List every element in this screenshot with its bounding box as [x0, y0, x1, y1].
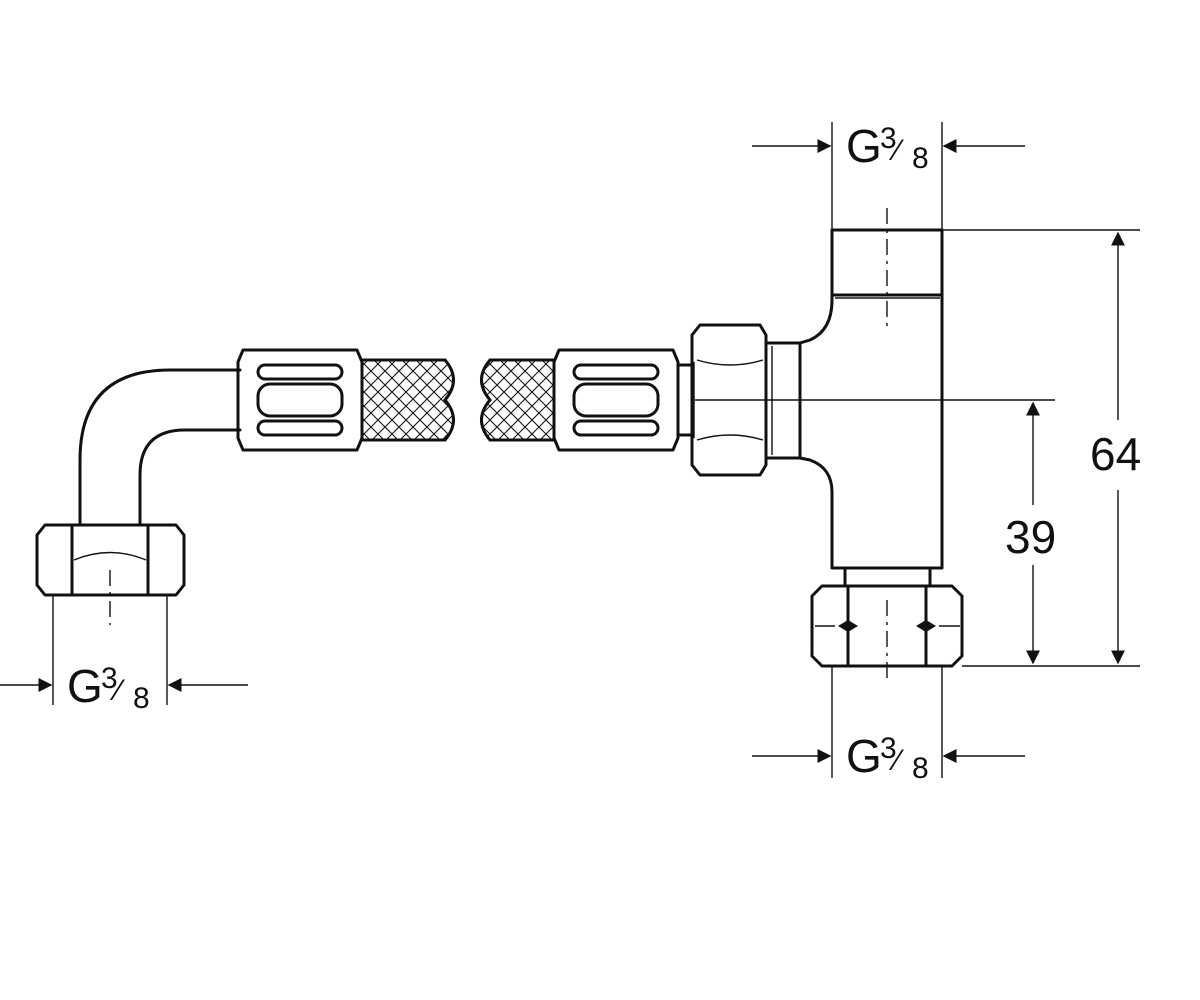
- thread-label-bottom-denominator: 8: [912, 752, 929, 785]
- bottom-hex-nut: [810, 584, 964, 668]
- thread-label-left-main: G: [67, 660, 103, 712]
- thread-label-top-main: G: [846, 120, 882, 172]
- height-branch-label: 39: [1005, 511, 1056, 563]
- right-ferrule: [552, 348, 680, 452]
- left-ferrule: [236, 348, 364, 452]
- tee-valve-body: [690, 208, 1055, 680]
- thread-label-left-denominator: 8: [133, 682, 150, 715]
- height-total-label: 64: [1090, 428, 1141, 480]
- thread-label-top-numerator: 3: [880, 122, 897, 155]
- dimension-thread-left: G 3 ⁄ 8: [0, 595, 248, 715]
- thread-label-bottom-main: G: [846, 730, 882, 782]
- thread-label-top-denominator: 8: [912, 142, 929, 175]
- thread-label-left-numerator: 3: [101, 662, 118, 695]
- dimension-thread-bottom: G 3 ⁄ 8: [752, 666, 1025, 785]
- left-hex-nut: [35, 523, 186, 597]
- dimension-heights: 64 39: [942, 229, 1141, 667]
- dimension-thread-top: G 3 ⁄ 8: [752, 120, 1025, 230]
- thread-label-bottom-numerator: 3: [880, 732, 897, 765]
- braided-hose: [35, 348, 694, 625]
